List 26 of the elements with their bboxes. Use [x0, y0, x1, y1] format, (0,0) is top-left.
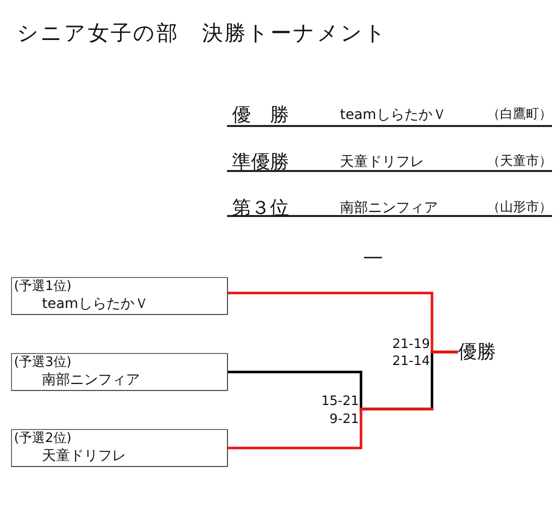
- team-name: 南部ニンフィア: [340, 200, 438, 217]
- rank-label: 優 勝: [232, 104, 289, 127]
- score-text: 9-21: [329, 412, 359, 428]
- team-name: 南部ニンフィア: [42, 372, 140, 389]
- place-name: （天童市）: [487, 154, 552, 170]
- rank-label: 第３位: [232, 197, 289, 220]
- title: シニア女子の部 決勝トーナメント: [17, 21, 388, 46]
- score-text: 21-14: [392, 354, 430, 370]
- score-text: 15-21: [321, 394, 359, 410]
- bracket-line: [228, 292, 458, 354]
- place-name: （山形市）: [487, 200, 552, 216]
- place-name: （白鷹町）: [487, 107, 552, 123]
- team-name: 天童ドリフレ: [42, 448, 126, 465]
- team-name: teamしらたかＶ: [42, 296, 148, 313]
- score-text: 21-19: [392, 337, 430, 353]
- team-box: [11, 429, 228, 467]
- winner-label: 優勝: [458, 340, 496, 364]
- team-name: teamしらたかＶ: [340, 107, 446, 124]
- seed-label: (予選1位): [14, 279, 72, 295]
- seed-label: (予選3位): [14, 355, 72, 371]
- team-box: [11, 277, 228, 315]
- team-box: [11, 353, 228, 391]
- seed-label: (予選2位): [14, 431, 72, 447]
- dash-mark: —: [363, 244, 383, 268]
- team-name: 天童ドリフレ: [340, 154, 424, 171]
- rank-label: 準優勝: [232, 151, 289, 174]
